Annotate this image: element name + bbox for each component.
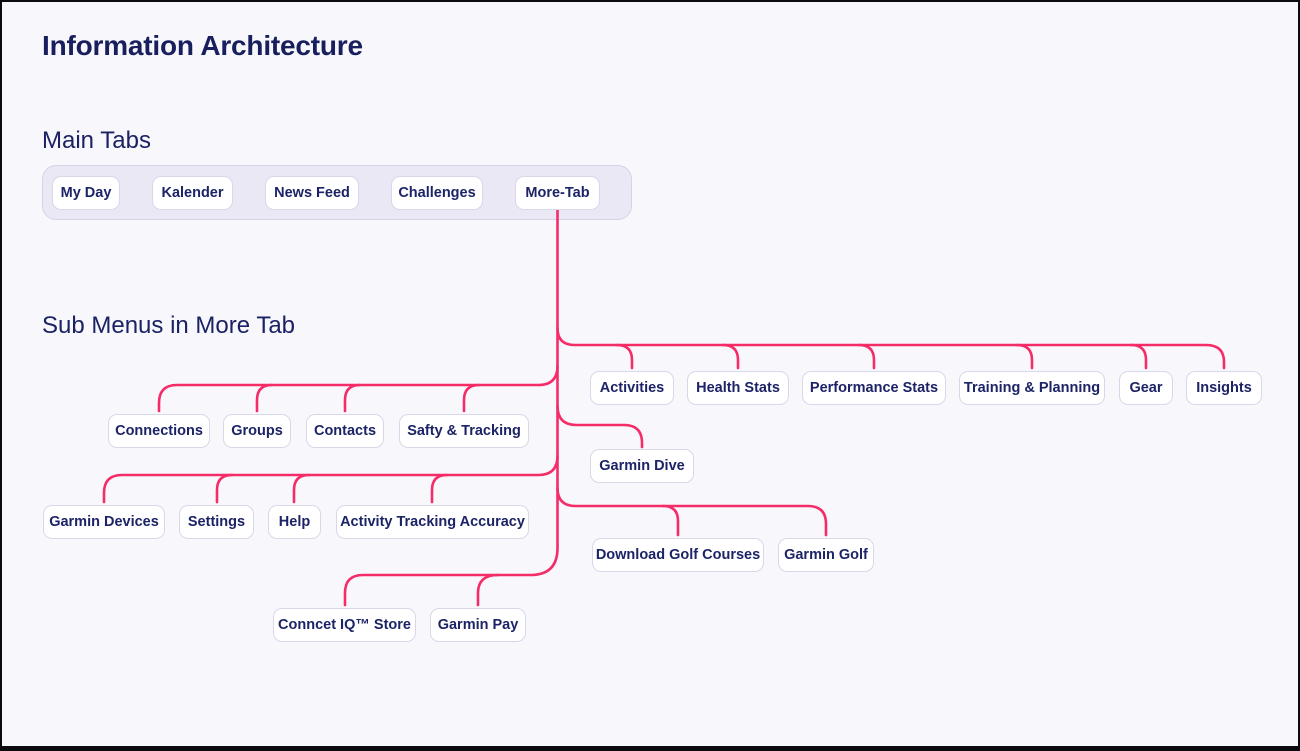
connector-drop-gear	[1129, 343, 1148, 370]
connector-branch-golf	[556, 486, 828, 537]
tab-my-day[interactable]: My Day	[52, 176, 120, 210]
node-groups[interactable]: Groups	[223, 414, 291, 448]
node-connect-iq-store[interactable]: Conncet IQ™ Store	[273, 608, 416, 642]
page-title: Information Architecture	[42, 30, 363, 61]
connector-drop-settings	[215, 473, 234, 504]
tab-kalender[interactable]: Kalender	[152, 176, 233, 210]
node-garmin-dive[interactable]: Garmin Dive	[590, 449, 694, 483]
connector-drop-activity-tracking-accuracy	[430, 473, 449, 504]
connector-drop-safty-tracking	[462, 383, 481, 413]
connector-drop-health-stats	[721, 343, 740, 370]
node-contacts[interactable]: Contacts	[306, 414, 384, 448]
connector-drop-garmin-pay	[476, 573, 500, 607]
node-safty-tracking[interactable]: Safty & Tracking	[399, 414, 529, 448]
node-download-golf-courses[interactable]: Download Golf Courses	[592, 538, 764, 572]
node-connections[interactable]: Connections	[108, 414, 210, 448]
node-garmin-golf[interactable]: Garmin Golf	[778, 538, 874, 572]
connector-drop-download-golf-courses	[661, 504, 680, 537]
node-garmin-pay[interactable]: Garmin Pay	[430, 608, 526, 642]
node-settings[interactable]: Settings	[179, 505, 254, 539]
connector-branch-row4	[102, 454, 559, 504]
connector-drop-groups	[255, 383, 274, 413]
connector-branch-row2	[157, 364, 559, 413]
tab-challenges[interactable]: Challenges	[391, 176, 483, 210]
connector-drop-activities	[615, 343, 634, 370]
node-activity-tracking-accuracy[interactable]: Activity Tracking Accuracy	[336, 505, 529, 539]
connector-drop-performance-stats	[857, 343, 876, 370]
connector-branch-row1	[556, 326, 1226, 370]
node-insights[interactable]: Insights	[1186, 371, 1262, 405]
connector-drop-training-planning	[1015, 343, 1034, 370]
tab-more-tab[interactable]: More-Tab	[515, 176, 600, 210]
node-help[interactable]: Help	[268, 505, 321, 539]
sub-menus-heading: Sub Menus in More Tab	[42, 312, 296, 339]
tab-news-feed[interactable]: News Feed	[265, 176, 359, 210]
node-health-stats[interactable]: Health Stats	[687, 371, 789, 405]
connector-drop-contacts	[343, 383, 362, 413]
node-gear[interactable]: Gear	[1119, 371, 1173, 405]
node-training-planning[interactable]: Training & Planning	[959, 371, 1105, 405]
connector-drop-help	[292, 473, 311, 504]
node-garmin-devices[interactable]: Garmin Devices	[43, 505, 165, 539]
main-tabs-heading: Main Tabs	[42, 127, 151, 154]
node-performance-stats[interactable]: Performance Stats	[802, 371, 946, 405]
connector-trunk-more-tab	[343, 208, 559, 607]
node-activities[interactable]: Activities	[590, 371, 674, 405]
connector-branch-garmin-dive	[556, 404, 644, 449]
